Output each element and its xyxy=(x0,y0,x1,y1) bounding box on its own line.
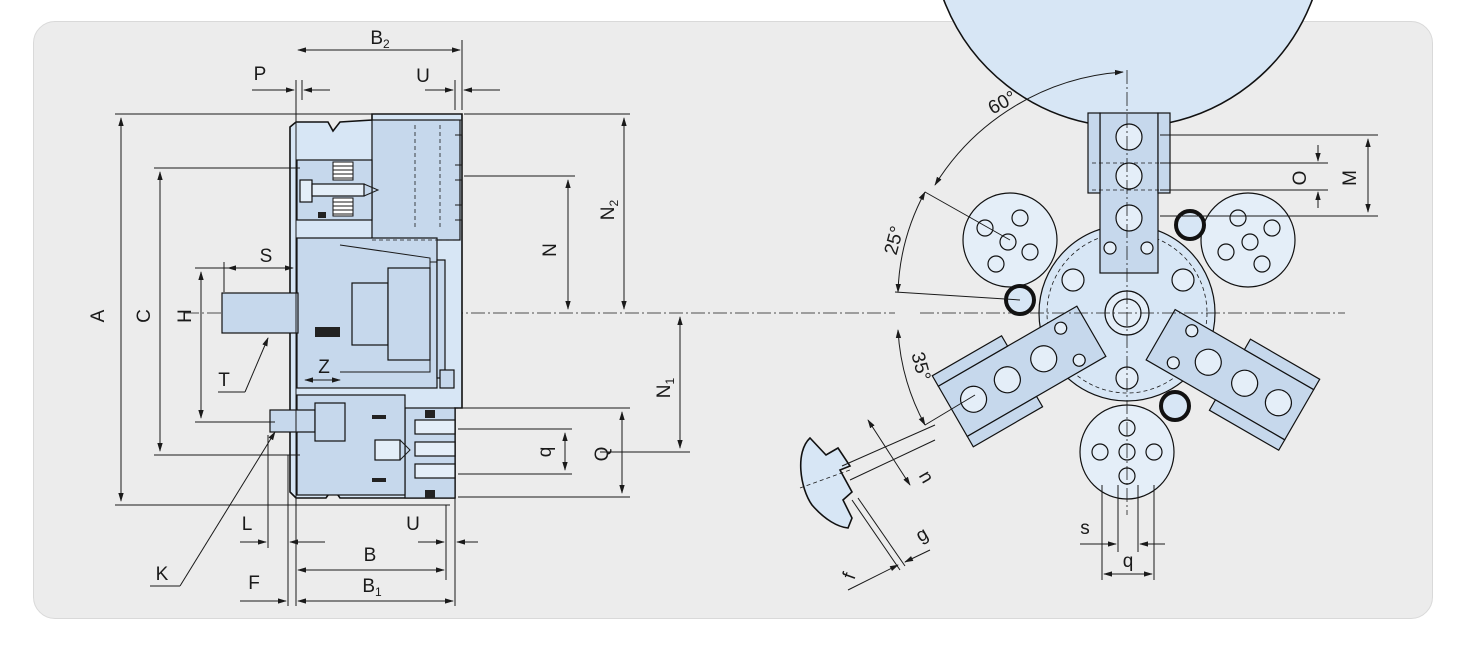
jaw-lower-right xyxy=(1145,308,1321,452)
dim-U-top: U xyxy=(416,66,430,87)
jaw-top xyxy=(1087,112,1171,274)
dim-K: K xyxy=(156,564,169,585)
jaw-lower-left xyxy=(931,305,1107,448)
dim-B2: B2 xyxy=(370,28,390,51)
dim-P: P xyxy=(254,64,267,85)
dim-C: C xyxy=(134,309,155,323)
dim-N1: N1 xyxy=(654,377,677,398)
dim-U-bottom: U xyxy=(406,514,420,535)
dim-q-front: q xyxy=(1123,551,1134,572)
dim-S: S xyxy=(260,246,273,267)
dim-T: T xyxy=(218,370,230,391)
pad-upper-right xyxy=(1200,192,1296,288)
dim-q-side: q xyxy=(535,447,556,458)
dim-n: n xyxy=(914,467,937,487)
jaw-detail: n g f xyxy=(799,419,938,591)
dim-N: N xyxy=(540,243,561,257)
dim-H: H xyxy=(175,309,196,323)
dim-M: M xyxy=(1340,170,1361,186)
spring-top xyxy=(332,161,354,217)
dim-A: A xyxy=(88,309,109,322)
side-view: A C H S T Z K xyxy=(88,28,895,606)
angle-25: 25° xyxy=(881,224,909,257)
dim-B: B xyxy=(364,545,377,566)
dim-g: g xyxy=(912,523,932,546)
front-view: 60° 25° 35° O M s q xyxy=(881,0,1378,580)
dim-B1: B1 xyxy=(362,576,382,599)
dim-O: O xyxy=(1290,171,1311,186)
dim-N2: N2 xyxy=(598,199,621,220)
dim-F: F xyxy=(248,573,260,594)
dim-L: L xyxy=(242,514,253,535)
dim-f: f xyxy=(839,569,861,582)
dim-Q: Q xyxy=(592,447,613,462)
angle-35: 35° xyxy=(906,350,934,383)
dim-Z: Z xyxy=(318,357,330,378)
dim-s: s xyxy=(1080,518,1090,539)
